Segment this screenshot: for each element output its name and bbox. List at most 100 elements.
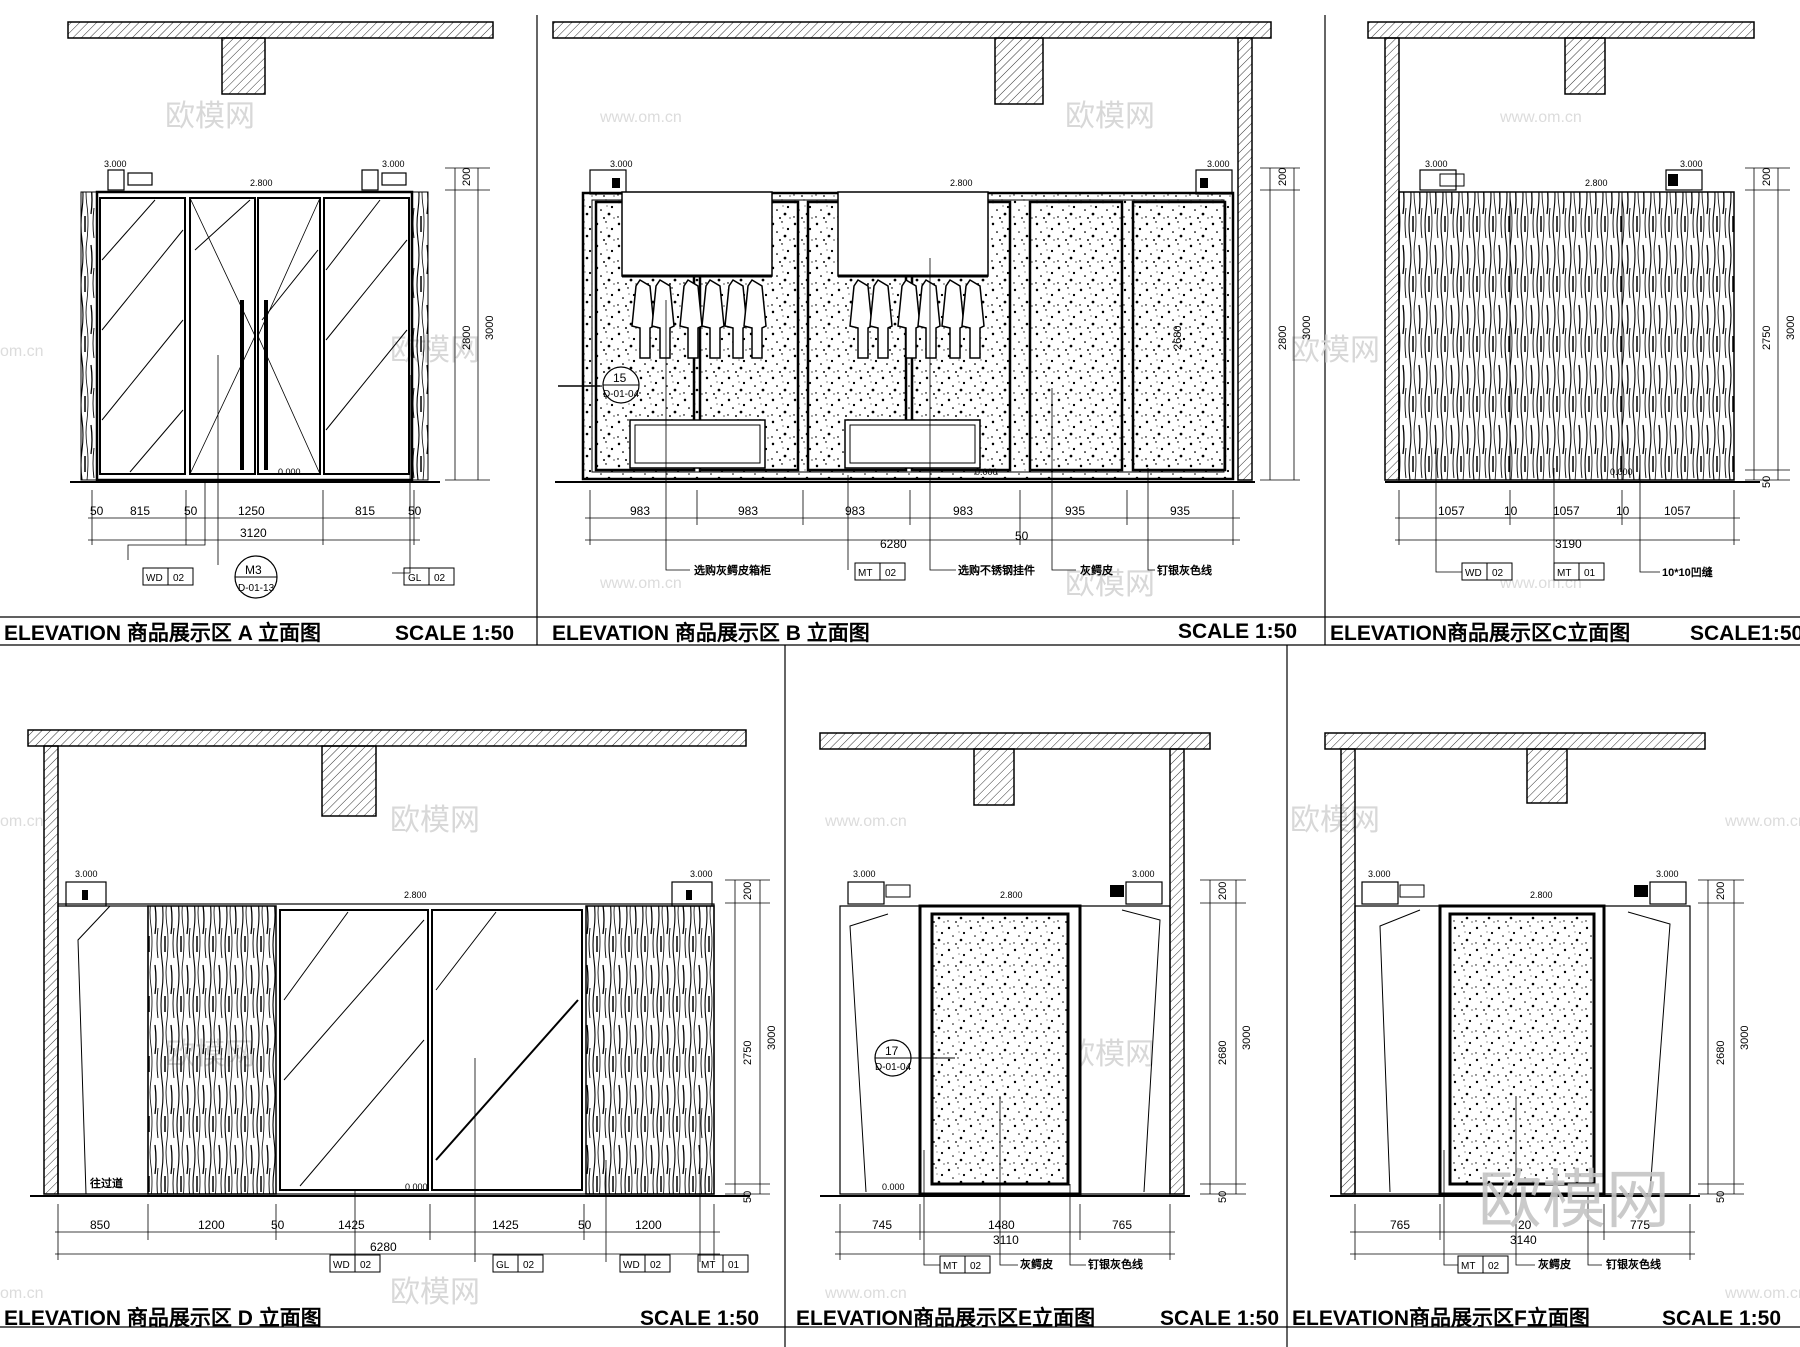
svg-text:www.om.cn: www.om.cn (1724, 1285, 1800, 1302)
height-dim: 200 (1761, 168, 1773, 186)
wood-veneer-panel (585, 905, 715, 1195)
svg-text:欧模网: 欧模网 (1065, 100, 1155, 133)
svg-text:D-01-04: D-01-04 (603, 389, 640, 400)
level-mark: 2.800 (250, 178, 273, 188)
level-mark: 3.000 (1368, 869, 1391, 879)
svg-text:MT: MT (1461, 1261, 1475, 1272)
svg-text:02: 02 (1488, 1261, 1500, 1272)
ceiling-beam (994, 37, 1044, 105)
ceiling-slab (819, 732, 1211, 750)
height-dim: 50 (1761, 476, 1773, 488)
level-mark: 2.800 (404, 890, 427, 900)
material-note: 灰鳄皮 (1080, 563, 1113, 577)
level-mark: 3.000 (690, 869, 713, 879)
svg-text:www.om.cn: www.om.cn (599, 109, 682, 126)
material-note: 选购不锈钢挂件 (958, 563, 1035, 577)
leader-lines (354, 1058, 701, 1262)
sheet-frame (0, 15, 1800, 1347)
width-dimensions (1350, 1204, 1695, 1260)
svg-text:02: 02 (173, 573, 185, 584)
ceiling-beam (1526, 748, 1568, 804)
leader-lines (1443, 1096, 1602, 1266)
level-mark: 0.000 (405, 1182, 428, 1192)
panel-title: ELEVATION商品展示区C立面图 (1330, 621, 1630, 645)
display-bay (1028, 200, 1124, 472)
width-dim: 850 (90, 1218, 110, 1232)
ceiling-beam (973, 748, 1015, 806)
detail-tag: 15 D-01-04 (558, 366, 640, 404)
light-fitting (361, 169, 407, 191)
elevation-f: 3.000 3.000 2.800 200 2680 3000 50 765 2… (1292, 732, 1781, 1330)
level-mark: 3.000 (853, 869, 876, 879)
light-fitting (1195, 169, 1233, 195)
width-dim: 50 (1015, 529, 1029, 543)
total-width-dim: 3120 (240, 526, 267, 540)
panel-title: ELEVATION 商品展示区 A 立面图 (4, 621, 321, 645)
total-width-dim: 6280 (880, 537, 907, 551)
elevation-a: 3.000 3.000 2.800 0.000 (4, 21, 514, 645)
level-mark: 3.000 (1132, 869, 1155, 879)
material-note: 灰鳄皮 (1020, 1257, 1053, 1271)
material-note: 钉银灰色线 (1088, 1257, 1143, 1271)
ceiling-beam (1564, 37, 1606, 95)
svg-text:02: 02 (1492, 568, 1504, 579)
svg-text:01: 01 (1584, 568, 1596, 579)
height-dimensions (445, 167, 490, 481)
width-dim: 1425 (338, 1218, 365, 1232)
leader-lines (665, 258, 1155, 571)
wood-column (411, 191, 429, 481)
svg-text:D-01-13: D-01-13 (238, 583, 275, 594)
height-dim: 3000 (1785, 316, 1797, 340)
svg-text:www.om.cn: www.om.cn (599, 575, 682, 592)
svg-text:02: 02 (650, 1260, 662, 1271)
watermark-logo: 欧模网 (1478, 1164, 1670, 1236)
width-dim: 50 (408, 504, 422, 518)
side-wall (1340, 748, 1356, 1195)
material-note: 10*10凹缝 (1662, 565, 1713, 579)
width-dimensions (1395, 490, 1740, 545)
height-dim: 3000 (484, 316, 496, 340)
svg-text:WD: WD (146, 573, 163, 584)
height-dim: 2680 (1217, 1041, 1229, 1065)
width-dim: 775 (1630, 1218, 1650, 1232)
height-dimensions (1260, 167, 1300, 481)
light-fitting (1665, 169, 1703, 191)
height-dimensions (1200, 879, 1246, 1195)
level-mark: 2.800 (950, 178, 973, 188)
svg-text:GL: GL (496, 1260, 510, 1271)
svg-text:www.om.cn: www.om.cn (1499, 575, 1582, 592)
level-mark: 3.000 (1656, 869, 1679, 879)
wood-veneer-panel (147, 905, 277, 1195)
svg-text:17: 17 (885, 1044, 899, 1058)
ceiling-slab (27, 729, 747, 747)
level-mark: 3.000 (1207, 159, 1230, 169)
ceiling-slab (552, 21, 1272, 39)
light-fitting (671, 881, 713, 907)
width-dim: 1425 (492, 1218, 519, 1232)
light-fitting (1361, 881, 1425, 905)
width-dim: 745 (872, 1218, 892, 1232)
svg-text:欧模网: 欧模网 (1290, 804, 1380, 837)
elevation-e: 3.000 3.000 2.800 0.000 17 D-01-04 200 2… (796, 732, 1279, 1330)
svg-text:01: 01 (728, 1260, 740, 1271)
level-mark: 2.800 (1530, 890, 1553, 900)
svg-text:欧模网: 欧模网 (165, 100, 255, 133)
width-dim: 815 (355, 504, 375, 518)
ceiling-beam (221, 37, 266, 95)
angled-panel (1603, 905, 1691, 1195)
panel-scale: SCALE 1:50 (1662, 1307, 1781, 1330)
width-dimensions (88, 490, 420, 545)
leader-lines (127, 355, 411, 574)
wood-veneer-wall (1398, 191, 1735, 481)
panel-title: ELEVATION商品展示区E立面图 (796, 1306, 1095, 1330)
material-note: 选购灰鳄皮箱柜 (694, 563, 771, 577)
material-note: 灰鳄皮 (1538, 1257, 1571, 1271)
svg-text:MT: MT (943, 1261, 957, 1272)
width-dim: 765 (1112, 1218, 1132, 1232)
svg-text:欧模网: 欧模网 (1065, 568, 1155, 601)
level-mark: 3.000 (75, 869, 98, 879)
svg-text:www.om.cn: www.om.cn (1499, 109, 1582, 126)
svg-text:www.om.cn: www.om.cn (1724, 813, 1800, 830)
